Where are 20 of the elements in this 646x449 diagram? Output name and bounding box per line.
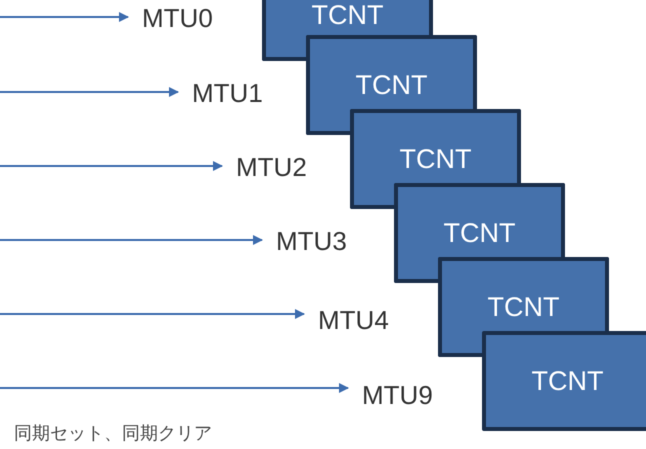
arrow [0,161,223,171]
counter-label: TCNT [400,144,472,176]
counter-label: TCNT [488,292,560,324]
arrow [0,383,349,393]
counter-label: TCNT [532,366,604,398]
unit-label: MTU0 [128,3,213,33]
arrow [0,12,129,22]
arrow [0,235,263,245]
counter-label: TCNT [312,0,384,32]
counter-label: TCNT [444,218,516,250]
note-text: 同期セット、同期クリア [14,422,212,445]
unit-label: MTU2 [222,152,307,182]
arrow [0,309,305,319]
unit-label: MTU3 [262,226,347,256]
arrow [0,87,179,97]
unit-label: MTU9 [348,380,433,410]
counter-box [482,331,646,431]
counter-label: TCNT [356,70,428,102]
unit-label: MTU1 [178,78,263,108]
unit-label: MTU4 [304,305,389,335]
